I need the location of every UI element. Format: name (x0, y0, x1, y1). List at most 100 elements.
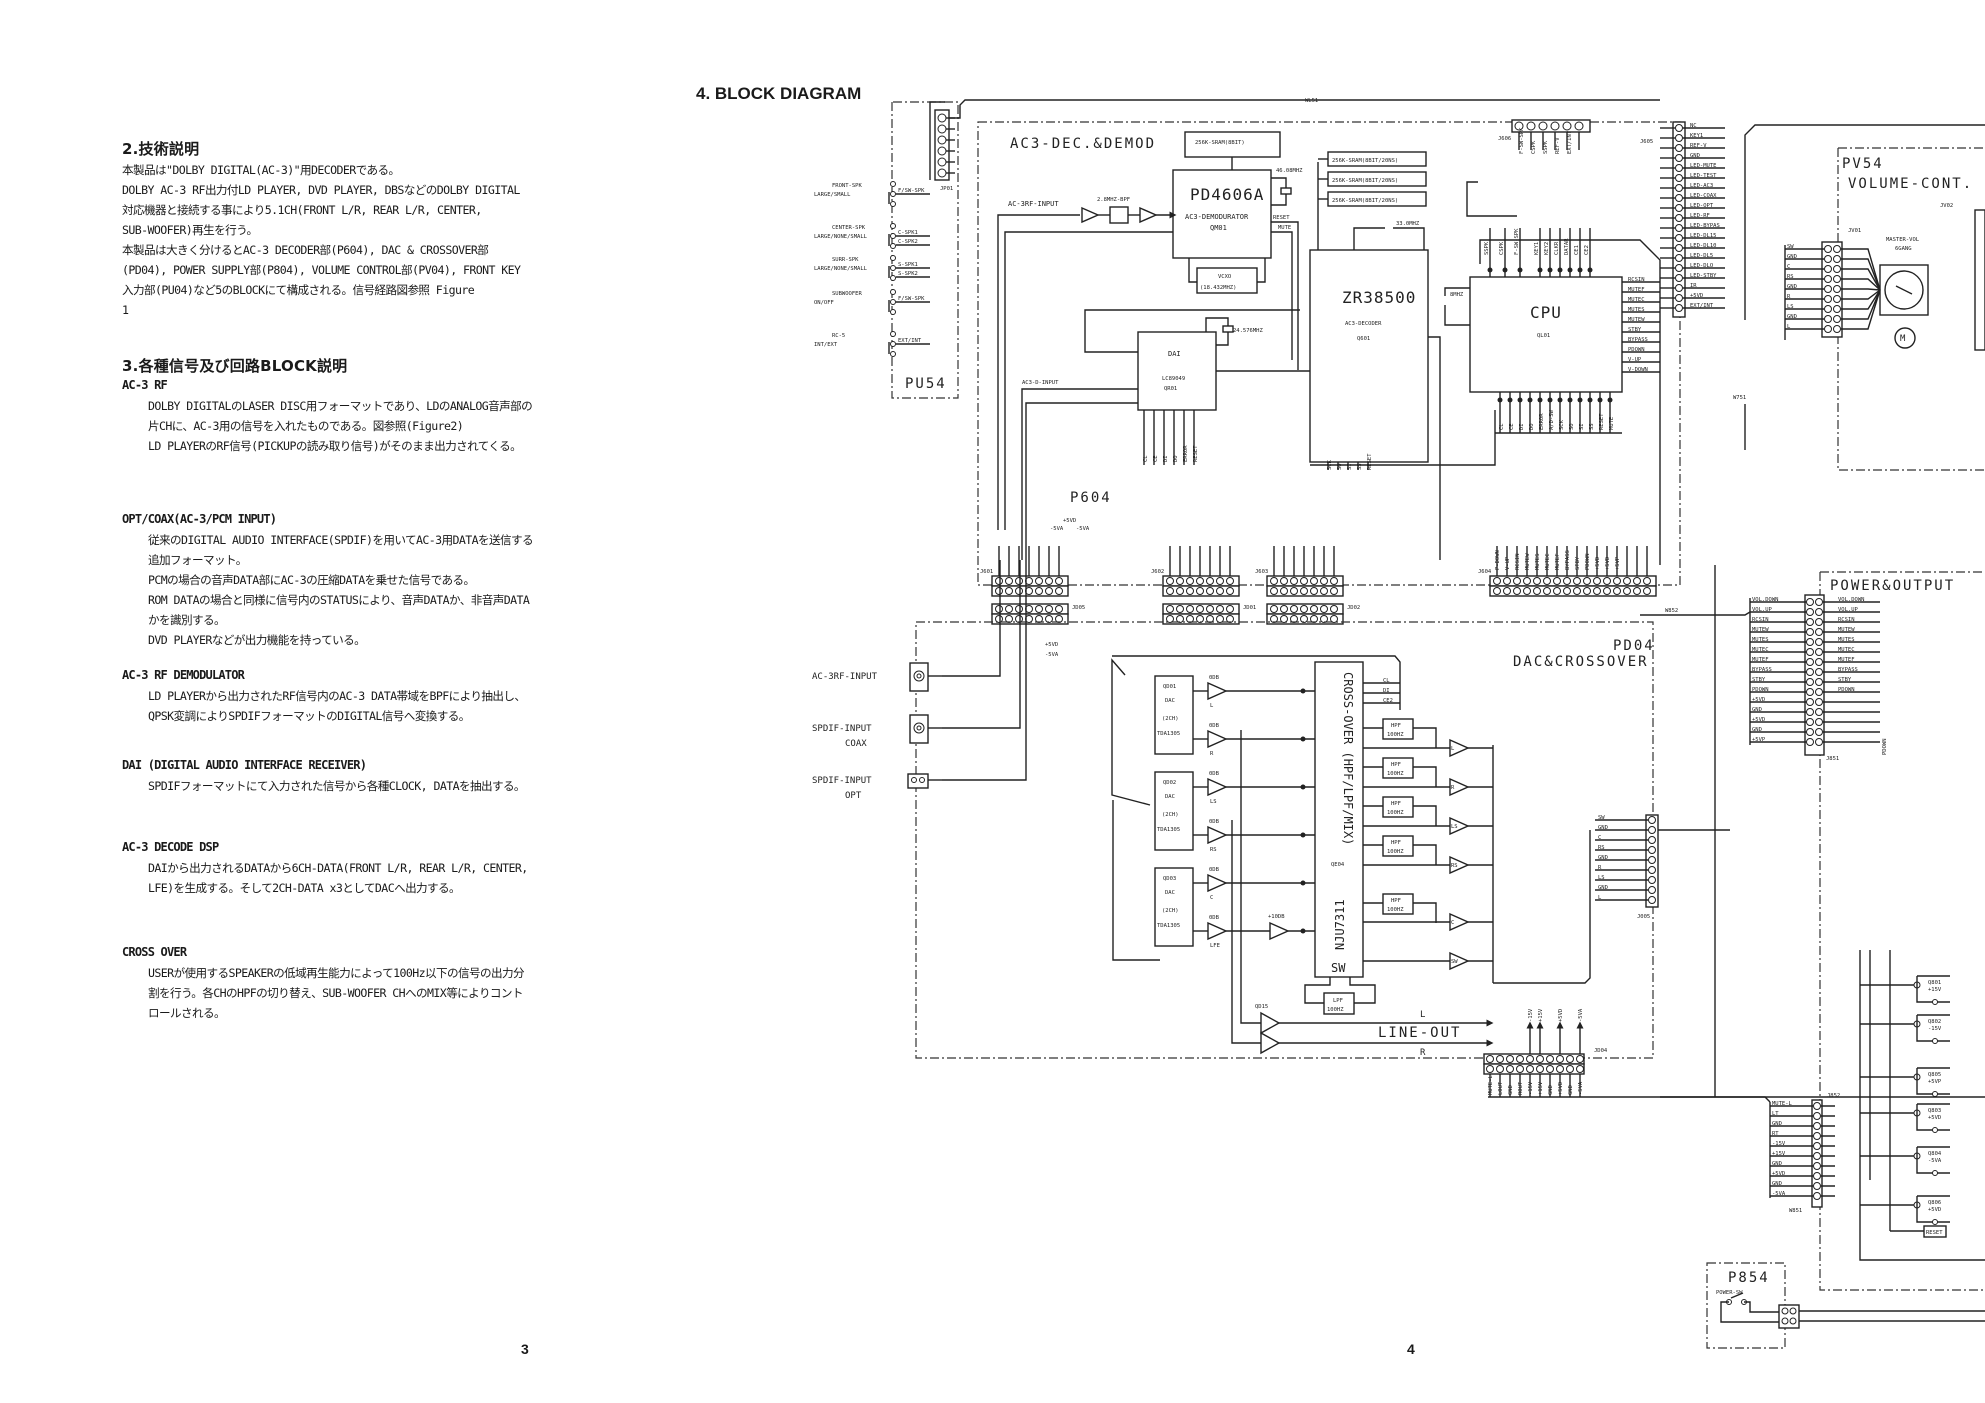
buffer-amp (1207, 729, 1228, 749)
pin-arrow (1547, 397, 1553, 403)
wire (1916, 1067, 1950, 1095)
wire (1916, 975, 1950, 1003)
jd04-pin-label: +15V (1538, 1081, 1544, 1095)
dac-ch: (2CH) (1162, 908, 1179, 914)
j606-pin (1550, 121, 1560, 131)
jd04-pin (1546, 1065, 1554, 1073)
jd04-pin-label: -15V (1528, 1081, 1534, 1095)
dac-chip (1154, 771, 1194, 851)
j852-pin (1813, 1112, 1821, 1120)
opt-jack (907, 773, 929, 789)
jv01-pin-label: GND (1787, 284, 1797, 290)
buffer-amp (1207, 873, 1228, 893)
cpu-top-pin-label: CSPK (1499, 241, 1505, 255)
connector-pin (1623, 587, 1631, 595)
connector-pin (1055, 587, 1063, 595)
cpu-top-pin-label: DATAR (1564, 238, 1570, 255)
jd04-pin-label: GND (1568, 1085, 1574, 1095)
decoder-name: AC3-DECODER (1345, 321, 1382, 327)
j605-pin-label: GND (1690, 153, 1700, 159)
pin-arrow (1557, 397, 1563, 403)
hpf-freq: 100HZ (1387, 732, 1404, 738)
j851-pin-label-right: VOL.UP (1838, 607, 1859, 613)
opt-jack-pin (911, 777, 917, 783)
connector-pin (1045, 605, 1053, 613)
connector-pin (1005, 577, 1013, 585)
j605-pin-label: LED-RF (1690, 213, 1710, 219)
connector-pin (1015, 605, 1023, 613)
cpu-bottom-pin-label: ERROR (1539, 413, 1545, 430)
pin-arrow (1547, 267, 1553, 273)
decoder-pin-label: SO (1337, 463, 1343, 470)
p854-outline (1706, 1262, 1786, 1349)
connector-pin (1583, 577, 1591, 585)
pin-arrow (1300, 688, 1306, 694)
connector-pin (1300, 587, 1308, 595)
connector-pin (1270, 577, 1278, 585)
wire (1916, 1146, 1950, 1174)
output-amp (1449, 777, 1470, 797)
wire (1363, 844, 1437, 865)
j606-pin (1526, 121, 1536, 131)
j605-connector: NCKEY1REF-VGNDLED-MUTELED-TESTLED-AC3LED… (1640, 121, 1725, 318)
connector-pin (1176, 587, 1184, 595)
connector-pin (1015, 587, 1023, 595)
j605-pin-label: NC (1690, 123, 1697, 129)
j851-pin (1815, 608, 1823, 616)
j852-pin-label: -15V (1772, 1141, 1786, 1147)
connector-pin (1593, 577, 1601, 585)
j851-pin (1815, 738, 1823, 746)
w851-label: W851 (1789, 1208, 1802, 1214)
jd04-pin-label: +5VD (1558, 1082, 1564, 1095)
switch-contact (890, 351, 896, 357)
p854-label: P854 (1728, 1270, 1770, 1286)
coax-jack-center (916, 673, 922, 679)
connector-pin (995, 615, 1003, 623)
switch-name: RC-5 (832, 333, 845, 339)
j851-pin-label-left: BYPASS (1752, 667, 1772, 673)
wire (1363, 902, 1437, 923)
connector-label: JD02 (1347, 605, 1360, 611)
j851-pin (1806, 638, 1814, 646)
regulator-node (1932, 1038, 1938, 1044)
connector-pin (1623, 577, 1631, 585)
connector-pin (1573, 587, 1581, 595)
j604-pin-label: +5VD (1595, 557, 1601, 570)
jv01-pin-label: C (1787, 264, 1790, 270)
j605-pin (1675, 204, 1683, 212)
input-jack-label: COAX (845, 739, 867, 749)
opt-jack-pin (919, 777, 925, 783)
regulator-ref: Q802 (1928, 1019, 1941, 1025)
wire (1785, 258, 1881, 291)
regulator-voltage: -5VA (1928, 1158, 1942, 1164)
j851-pin (1815, 658, 1823, 666)
jv01-pin (1824, 275, 1832, 283)
jd04-pin-label: LOUT (1498, 1081, 1504, 1095)
connector-pin (1226, 587, 1234, 595)
page-number-left: 3 (521, 1341, 529, 1357)
j851-pin (1806, 688, 1814, 696)
wire (1363, 805, 1437, 826)
channel-label: L (1210, 703, 1214, 709)
input-jack-label: OPT (845, 791, 862, 801)
j851-pin (1806, 628, 1814, 636)
dac-chip (1154, 867, 1194, 947)
j605-pin-label: LED-TEST (1690, 173, 1717, 179)
j851-pin (1806, 728, 1814, 736)
j605-pin-label: LED-DLO (1690, 263, 1713, 269)
cpu-top-pin-label: KEY1 (1534, 242, 1540, 255)
j605-pin (1675, 274, 1683, 282)
j851-pin-label-left: VOL.DOWN (1752, 597, 1779, 603)
decoder-pin-label: RESET (1367, 453, 1373, 470)
connector-pin (1216, 615, 1224, 623)
j605-pin-label: LED-DL15 (1690, 233, 1717, 239)
j851-pin-label-left: MUTEW (1752, 627, 1769, 633)
connector-pin (1290, 587, 1298, 595)
connector-pin (1523, 577, 1531, 585)
connector-pin (1613, 577, 1621, 585)
jv01-pin-label: LS (1787, 304, 1794, 310)
dac-ref: QD02 (1163, 780, 1176, 786)
power-output-outline (1819, 571, 1985, 1291)
j851-label: J851 (1826, 756, 1839, 762)
j605-pin (1675, 124, 1683, 132)
